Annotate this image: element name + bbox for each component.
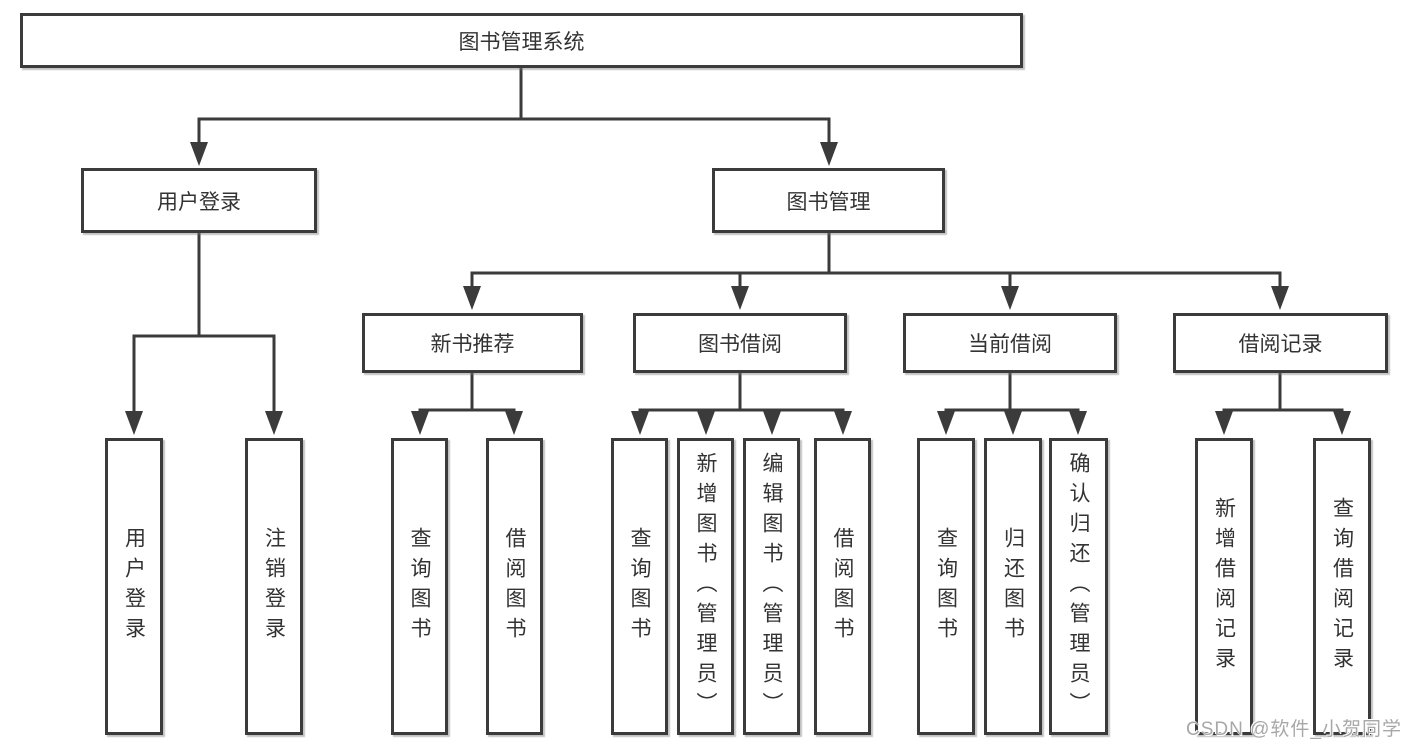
node-label: 当前借阅 bbox=[968, 333, 1052, 356]
node-label: 借阅记录 bbox=[1238, 333, 1323, 356]
leaf-query-books-borrow: 查询图书 bbox=[611, 438, 668, 735]
leaf-edit-books-admin: 编辑图书（管理员） bbox=[743, 438, 800, 735]
node-label: 查询图书 bbox=[628, 526, 651, 647]
node-library-management-system: 图书管理系统 bbox=[20, 13, 1023, 68]
node-label: 归还图书 bbox=[1001, 526, 1025, 647]
node-label: 查询图书 bbox=[934, 526, 958, 647]
node-label: 编辑图书（管理员） bbox=[760, 451, 783, 722]
node-label: 图书管理 bbox=[786, 190, 871, 214]
node-label: 借阅图书 bbox=[831, 526, 854, 647]
leaf-user-login: 用户登录 bbox=[105, 438, 163, 735]
leaf-return-books: 归还图书 bbox=[984, 438, 1042, 735]
node-user-login: 用户登录 bbox=[81, 168, 317, 233]
arrowhead-icons bbox=[125, 142, 1351, 435]
leaf-borrow-books-recommend: 借阅图书 bbox=[486, 438, 543, 735]
node-label: 借阅图书 bbox=[503, 526, 526, 647]
node-book-borrowing: 图书借阅 bbox=[633, 313, 847, 373]
node-label: 图书借阅 bbox=[698, 333, 782, 356]
leaf-add-books-admin: 新增图书（管理员） bbox=[677, 438, 734, 735]
leaf-logout: 注销登录 bbox=[245, 438, 303, 735]
leaf-query-borrow-record: 查询借阅记录 bbox=[1313, 438, 1371, 735]
node-current-borrowing: 当前借阅 bbox=[903, 313, 1117, 373]
node-label: 查询借阅记录 bbox=[1330, 496, 1354, 677]
node-book-management: 图书管理 bbox=[712, 168, 945, 233]
leaf-query-books-recommend: 查询图书 bbox=[391, 438, 448, 735]
node-label: 新书推荐 bbox=[430, 333, 515, 356]
node-label: 新增借阅记录 bbox=[1212, 496, 1236, 677]
leaf-borrow-books: 借阅图书 bbox=[814, 438, 871, 735]
node-label: 新增图书（管理员） bbox=[694, 451, 717, 722]
node-label: 用户登录 bbox=[122, 526, 146, 647]
node-new-book-recommend: 新书推荐 bbox=[362, 313, 583, 373]
node-label: 用户登录 bbox=[157, 190, 241, 214]
node-label: 确认归还（管理员） bbox=[1067, 451, 1090, 722]
node-borrowing-records: 借阅记录 bbox=[1173, 313, 1388, 373]
node-label: 查询图书 bbox=[408, 526, 431, 647]
csdn-watermark: CSDN @软件_小贺同学 bbox=[1186, 719, 1402, 740]
leaf-add-borrow-record: 新增借阅记录 bbox=[1195, 438, 1253, 735]
leaf-confirm-return-admin: 确认归还（管理员） bbox=[1049, 438, 1108, 735]
node-label: 注销登录 bbox=[262, 526, 286, 647]
node-label: 图书管理系统 bbox=[458, 30, 585, 54]
leaf-query-books-current: 查询图书 bbox=[917, 438, 975, 735]
